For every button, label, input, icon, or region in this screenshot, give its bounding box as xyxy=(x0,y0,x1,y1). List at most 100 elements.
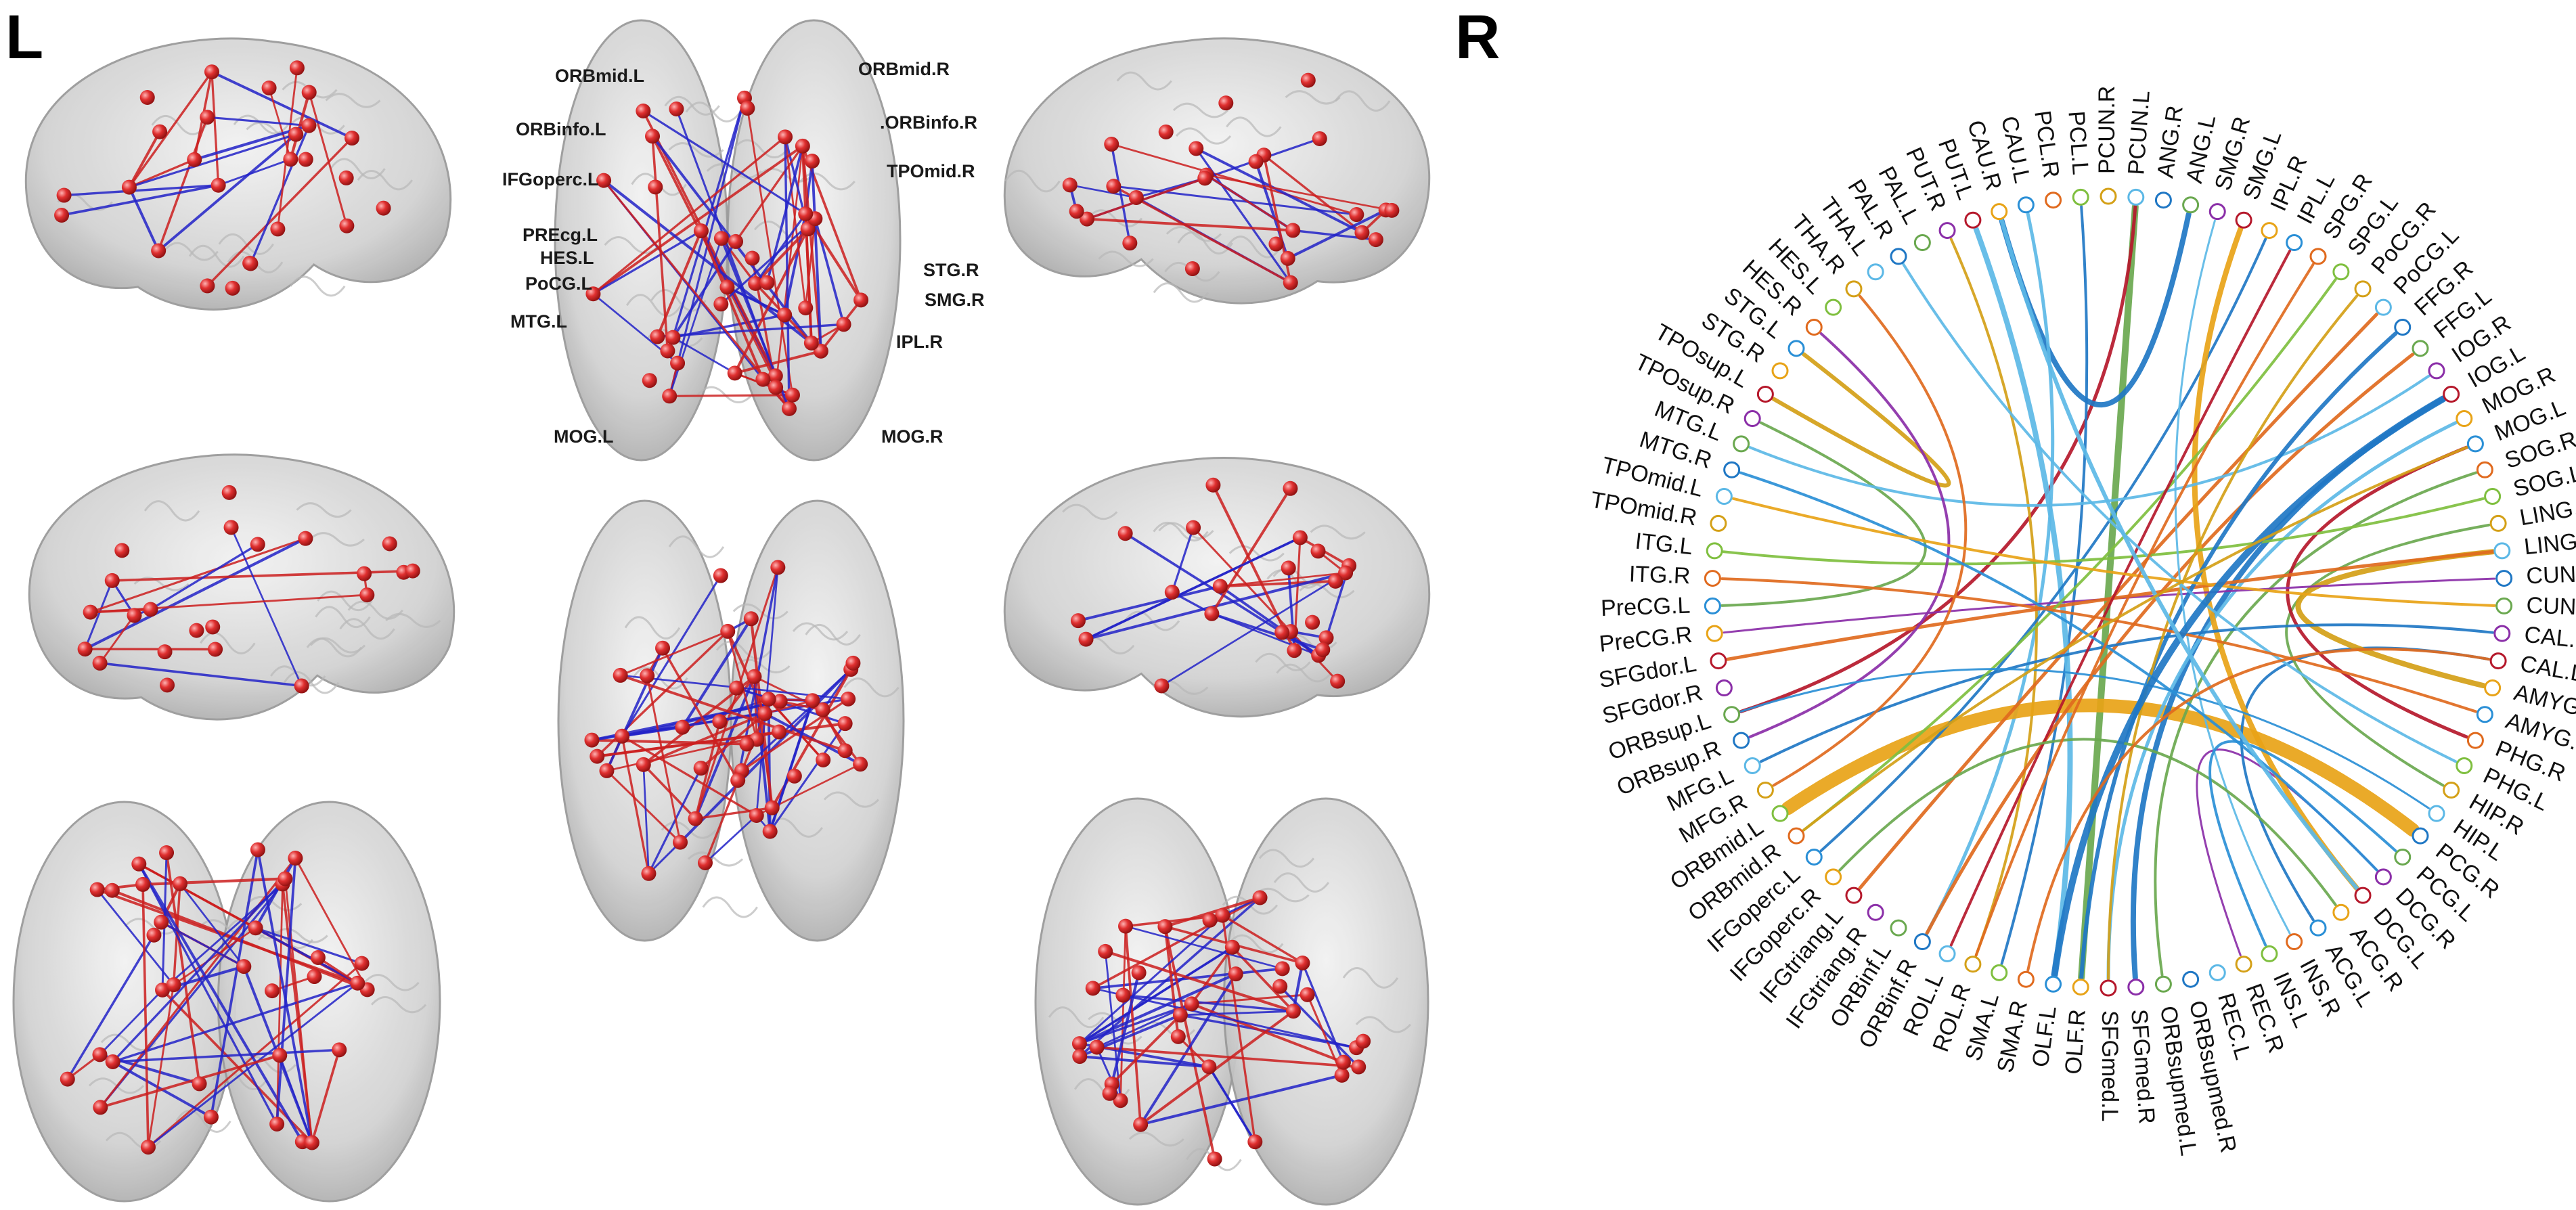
brain-view-left-lateral xyxy=(25,37,452,311)
ring-node xyxy=(2443,386,2460,403)
connection-edge xyxy=(754,213,807,284)
chord-link xyxy=(1739,204,2137,713)
brain-node xyxy=(89,882,105,897)
gyrus-fold xyxy=(1158,522,1214,539)
brain-node xyxy=(1172,1007,1188,1023)
brain-node xyxy=(1202,912,1218,928)
gyrus-fold xyxy=(1310,524,1366,540)
connection-edge xyxy=(1180,1010,1293,1016)
brain-node xyxy=(1356,1033,1371,1049)
brain-node xyxy=(1292,530,1308,545)
ring-node xyxy=(2456,757,2473,774)
brain-node xyxy=(1330,673,1346,689)
gyrus-fold xyxy=(1086,209,1143,227)
brain-node xyxy=(159,845,175,861)
brain-node xyxy=(143,602,158,617)
brain-node xyxy=(745,250,760,266)
brain-node xyxy=(1104,137,1119,152)
brain-node xyxy=(339,218,355,233)
brain-node xyxy=(269,1116,285,1131)
brain-node xyxy=(121,179,137,195)
chord-link xyxy=(1925,352,2415,935)
panel-letter-left: L xyxy=(5,3,43,72)
gyrus-fold xyxy=(370,995,427,1014)
ring-node xyxy=(1825,868,1842,886)
gyrus-fold xyxy=(767,817,824,838)
connection-edge xyxy=(1220,579,1336,588)
connection-edge xyxy=(769,723,846,832)
brain-node xyxy=(749,808,764,824)
brain-node xyxy=(56,187,72,203)
connection-edge xyxy=(1123,993,1294,1012)
chord-link xyxy=(1902,263,2458,763)
ring-node xyxy=(1913,933,1931,951)
connection-edge xyxy=(249,125,310,265)
gyrus-fold xyxy=(363,974,420,991)
connection-edge xyxy=(165,852,201,1084)
brain-node xyxy=(1102,1085,1117,1101)
brain-node xyxy=(675,719,690,735)
connection-edge xyxy=(148,982,359,1148)
ring-label: CUN.R xyxy=(2526,561,2576,589)
ring-node xyxy=(2309,919,2327,937)
brain-node xyxy=(1274,961,1290,977)
ring-node xyxy=(2354,280,2372,298)
chord-link xyxy=(1973,226,2073,978)
brain-node xyxy=(1157,919,1173,935)
ring-node xyxy=(2484,487,2502,505)
ring-node xyxy=(2045,192,2062,209)
gyrus-fold xyxy=(661,821,717,839)
connection-edge xyxy=(179,883,245,967)
brain-node xyxy=(307,969,322,985)
brain-node xyxy=(221,485,237,500)
ring-node xyxy=(1756,386,1774,403)
brain-node xyxy=(599,763,615,778)
gyrus-fold xyxy=(734,658,791,673)
connection-edge xyxy=(1220,572,1346,587)
brain-node xyxy=(189,623,204,638)
ring-node xyxy=(1890,919,1907,937)
connection-edge xyxy=(129,133,296,189)
brain-node xyxy=(1078,631,1094,647)
connection-edge xyxy=(150,543,259,610)
brain-node xyxy=(104,882,120,898)
connection-edge xyxy=(311,1049,341,1144)
brain-node xyxy=(1224,939,1240,955)
ring-label: CAL.R xyxy=(2523,622,2576,654)
gyrus-fold xyxy=(1153,521,1209,542)
brain-node xyxy=(1069,204,1084,219)
ring-node xyxy=(2374,298,2392,316)
brain-node xyxy=(1215,908,1230,923)
connection-edge xyxy=(1105,949,1294,1013)
gyrus-fold xyxy=(198,919,255,935)
ring-node xyxy=(1710,514,1727,532)
brain-node xyxy=(344,131,359,146)
connection-edge xyxy=(129,158,195,189)
chord-link xyxy=(1772,294,1968,787)
brain-node xyxy=(236,959,252,974)
ring-node xyxy=(2127,188,2145,206)
brain-node xyxy=(204,64,219,80)
gyrus-fold xyxy=(124,918,180,935)
connection-edge xyxy=(821,709,847,752)
connection-edge xyxy=(128,131,161,188)
ring-label: PreCG.L xyxy=(1600,593,1691,622)
brain-node xyxy=(155,982,171,998)
connection-edge xyxy=(275,884,284,1125)
connection-edge xyxy=(1069,184,1137,199)
ring-node xyxy=(2412,827,2429,845)
ring-node xyxy=(2235,211,2252,229)
brain-node xyxy=(104,573,120,588)
connection-edge xyxy=(648,767,703,874)
ring-node xyxy=(2100,187,2117,205)
gyrus-fold xyxy=(143,500,200,522)
brain-node xyxy=(1062,177,1078,193)
brain-node xyxy=(357,566,372,581)
ring-node xyxy=(1744,410,1761,428)
brain-node xyxy=(693,761,709,776)
brain-node xyxy=(613,667,628,683)
gyrus-fold xyxy=(1175,127,1232,145)
connection-edge xyxy=(1222,914,1304,964)
connection-edge xyxy=(592,229,702,295)
brain-node xyxy=(747,669,762,684)
